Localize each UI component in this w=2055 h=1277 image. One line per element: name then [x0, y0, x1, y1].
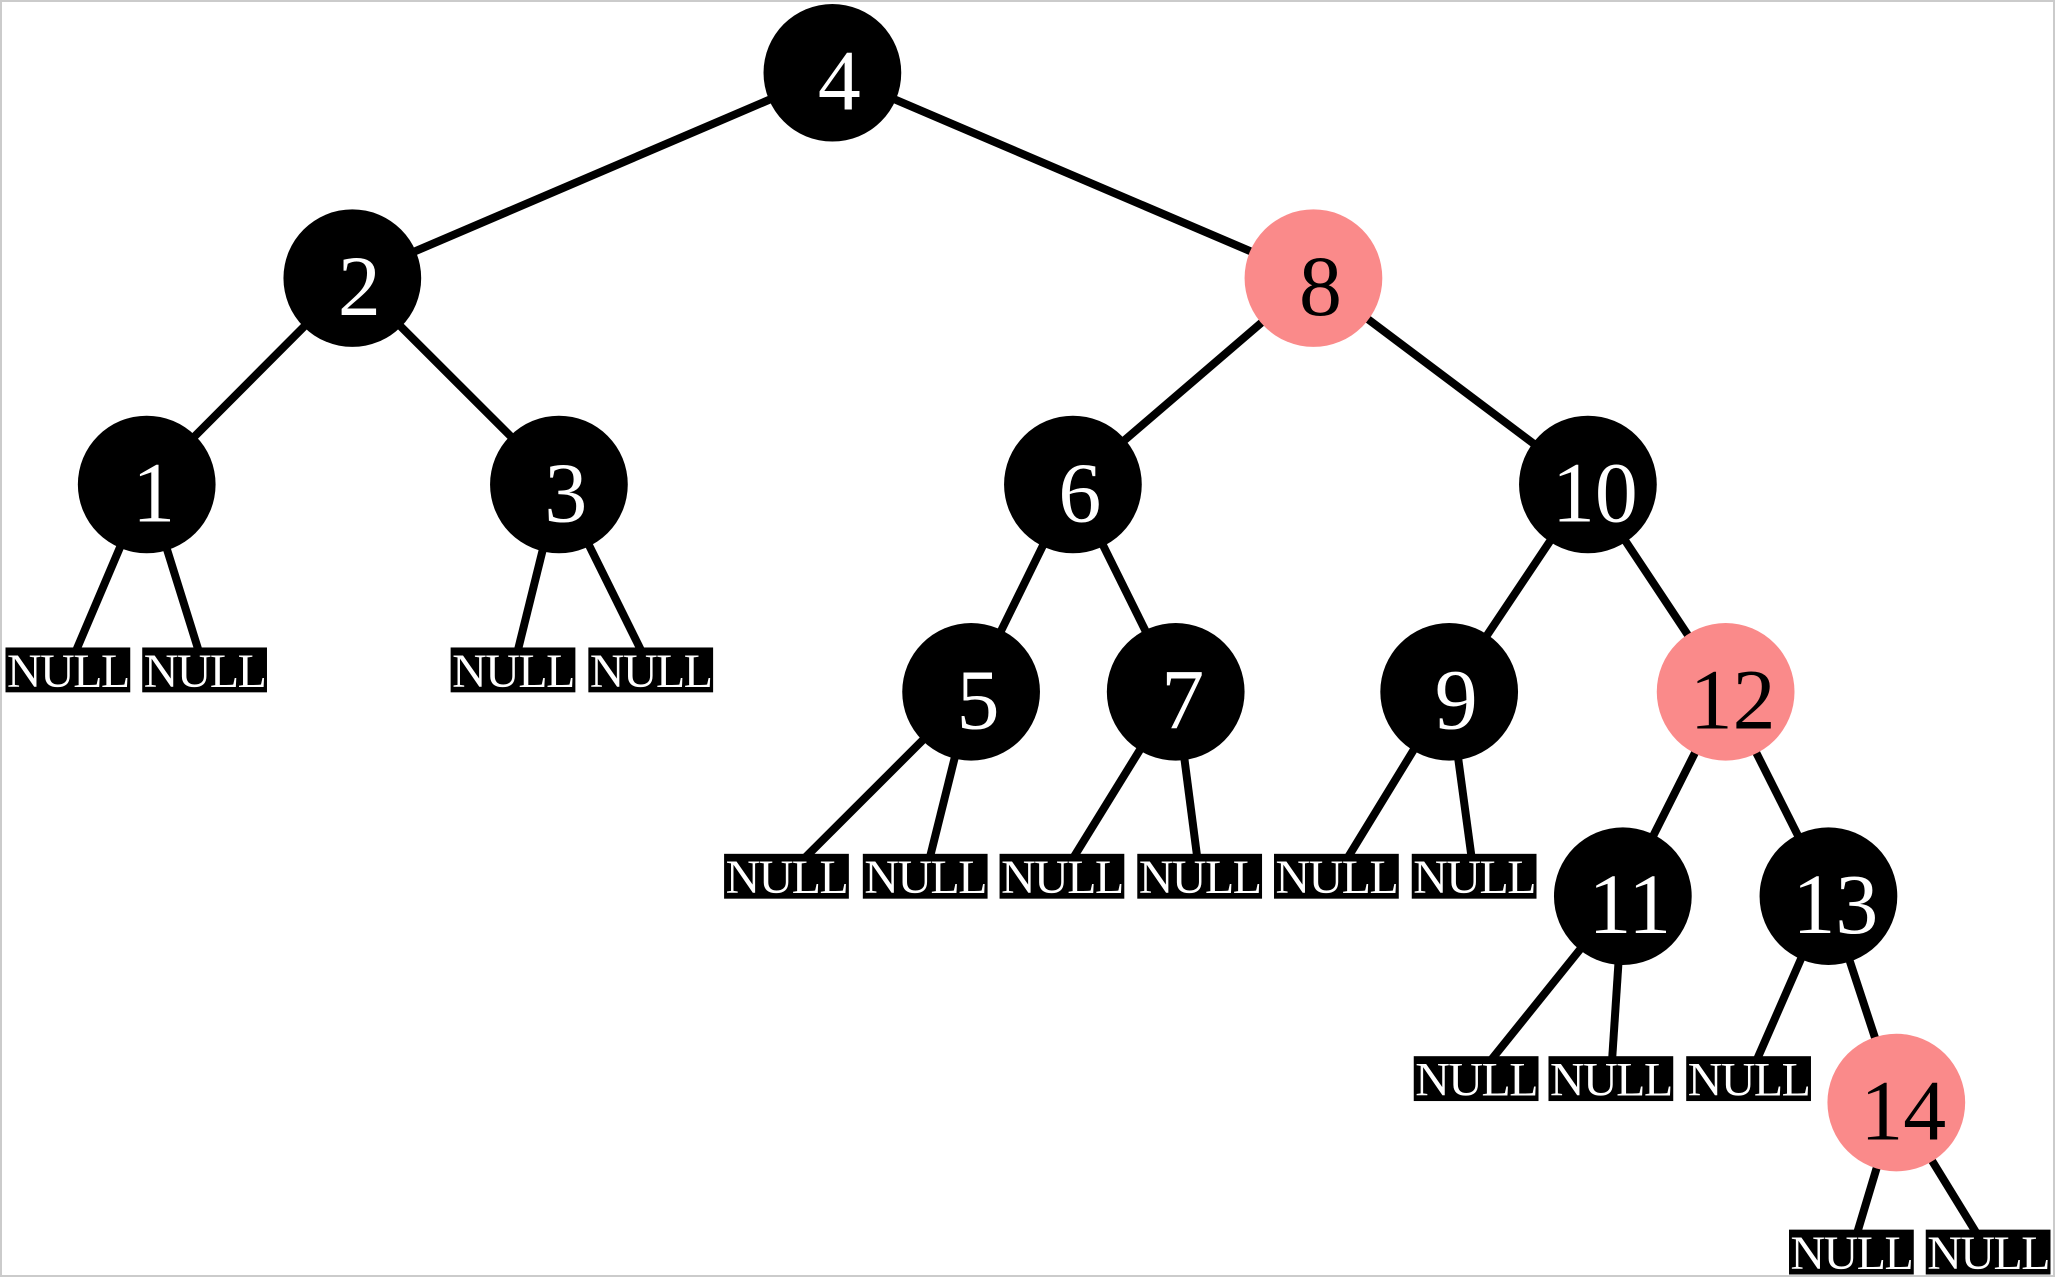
- node-label-11: 11: [1589, 857, 1672, 952]
- null-box: [1413, 1056, 1539, 1102]
- node-circle-4: [763, 3, 902, 142]
- null-label: NULL: [1688, 1054, 1810, 1107]
- node-circle-8: [1244, 209, 1383, 347]
- null-label: NULL: [1001, 851, 1123, 904]
- null-leaf-null-9R: NULL: [1411, 851, 1537, 904]
- null-label: NULL: [726, 851, 848, 904]
- tree-edge-4-8: [830, 69, 1316, 282]
- node-circle-5: [902, 623, 1040, 761]
- null-box: [1789, 1229, 1914, 1275]
- tree-node-6: 6: [1004, 415, 1142, 554]
- node-label-3: 3: [544, 445, 587, 540]
- node-circle-13: [1759, 827, 1898, 965]
- null-leaf-null-7L: NULL: [999, 851, 1125, 904]
- tree-node-10: 10: [1519, 415, 1657, 554]
- node-label-13: 13: [1793, 857, 1879, 952]
- node-label-10: 10: [1552, 445, 1638, 540]
- node-label-4: 4: [818, 34, 861, 129]
- null-box: [588, 647, 714, 693]
- node-label-5: 5: [957, 653, 1000, 748]
- null-box: [1686, 1056, 1811, 1102]
- tree-node-11: 11: [1553, 827, 1692, 965]
- tree-node-8: 8: [1244, 209, 1383, 347]
- node-circle-2: [283, 209, 422, 347]
- null-label: NULL: [1415, 1054, 1537, 1107]
- null-label: NULL: [1550, 1054, 1672, 1107]
- null-leaf-null-3R: NULL: [588, 645, 714, 698]
- null-leaf-null-3L: NULL: [450, 645, 576, 698]
- null-label: NULL: [864, 851, 986, 904]
- tree-node-9: 9: [1380, 623, 1519, 761]
- tree-edge-4-2: [350, 69, 834, 282]
- node-circle-14: [1827, 1033, 1966, 1172]
- null-leaf-null-1L: NULL: [5, 645, 131, 698]
- node-label-1: 1: [132, 445, 175, 540]
- tree-node-1: 1: [77, 415, 216, 554]
- node-label-8: 8: [1299, 239, 1342, 334]
- null-label: NULL: [1791, 1227, 1913, 1275]
- tree-node-13: 13: [1759, 827, 1898, 965]
- null-box: [450, 647, 576, 693]
- node-circle-10: [1519, 415, 1657, 554]
- null-leaf-null-14R: NULL: [1925, 1227, 2051, 1275]
- null-label: NULL: [452, 645, 574, 698]
- null-label: NULL: [1413, 851, 1535, 904]
- null-leaf-null-7R: NULL: [1137, 851, 1263, 904]
- null-box: [1925, 1229, 2051, 1275]
- tree-node-14: 14: [1827, 1033, 1966, 1172]
- null-box: [1548, 1056, 1674, 1102]
- node-circle-3: [490, 415, 628, 554]
- null-leaf-null-11L: NULL: [1413, 1054, 1539, 1107]
- null-leaf-null-1R: NULL: [142, 645, 267, 698]
- null-leaf-null-11R: NULL: [1548, 1054, 1674, 1107]
- null-label: NULL: [7, 645, 129, 698]
- node-circle-6: [1004, 415, 1142, 554]
- null-label: NULL: [1139, 851, 1261, 904]
- null-leaf-null-5L: NULL: [724, 851, 849, 904]
- node-circle-12: [1656, 623, 1795, 761]
- node-label-7: 7: [1161, 653, 1204, 748]
- node-circle-11: [1553, 827, 1692, 965]
- null-leaf-null-5R: NULL: [862, 851, 988, 904]
- tree-node-12: 12: [1656, 623, 1795, 761]
- tree-node-2: 2: [283, 209, 422, 347]
- tree-node-3: 3: [490, 415, 628, 554]
- null-label: NULL: [590, 645, 712, 698]
- null-box: [724, 853, 849, 899]
- null-box: [5, 647, 131, 693]
- null-label: NULL: [1276, 851, 1398, 904]
- null-box: [999, 853, 1125, 899]
- node-label-9: 9: [1435, 653, 1478, 748]
- node-label-12: 12: [1690, 653, 1776, 748]
- node-label-14: 14: [1860, 1063, 1946, 1158]
- tree-node-5: 5: [902, 623, 1040, 761]
- null-box: [862, 853, 988, 899]
- null-box: [1411, 853, 1537, 899]
- node-label-2: 2: [338, 239, 381, 334]
- null-leaf-null-9L: NULL: [1274, 851, 1399, 904]
- null-leaf-null-13L: NULL: [1686, 1054, 1811, 1107]
- tree-node-4: 4: [763, 3, 902, 142]
- null-leaf-null-14L: NULL: [1789, 1227, 1914, 1275]
- null-box: [1137, 853, 1263, 899]
- null-label: NULL: [1927, 1227, 2049, 1275]
- tree-node-7: 7: [1106, 623, 1245, 761]
- null-box: [1274, 853, 1399, 899]
- node-circle-9: [1380, 623, 1519, 761]
- node-circle-7: [1106, 623, 1245, 761]
- node-label-6: 6: [1058, 445, 1101, 540]
- null-box: [142, 647, 267, 693]
- null-label: NULL: [144, 645, 266, 698]
- node-circle-1: [77, 415, 216, 554]
